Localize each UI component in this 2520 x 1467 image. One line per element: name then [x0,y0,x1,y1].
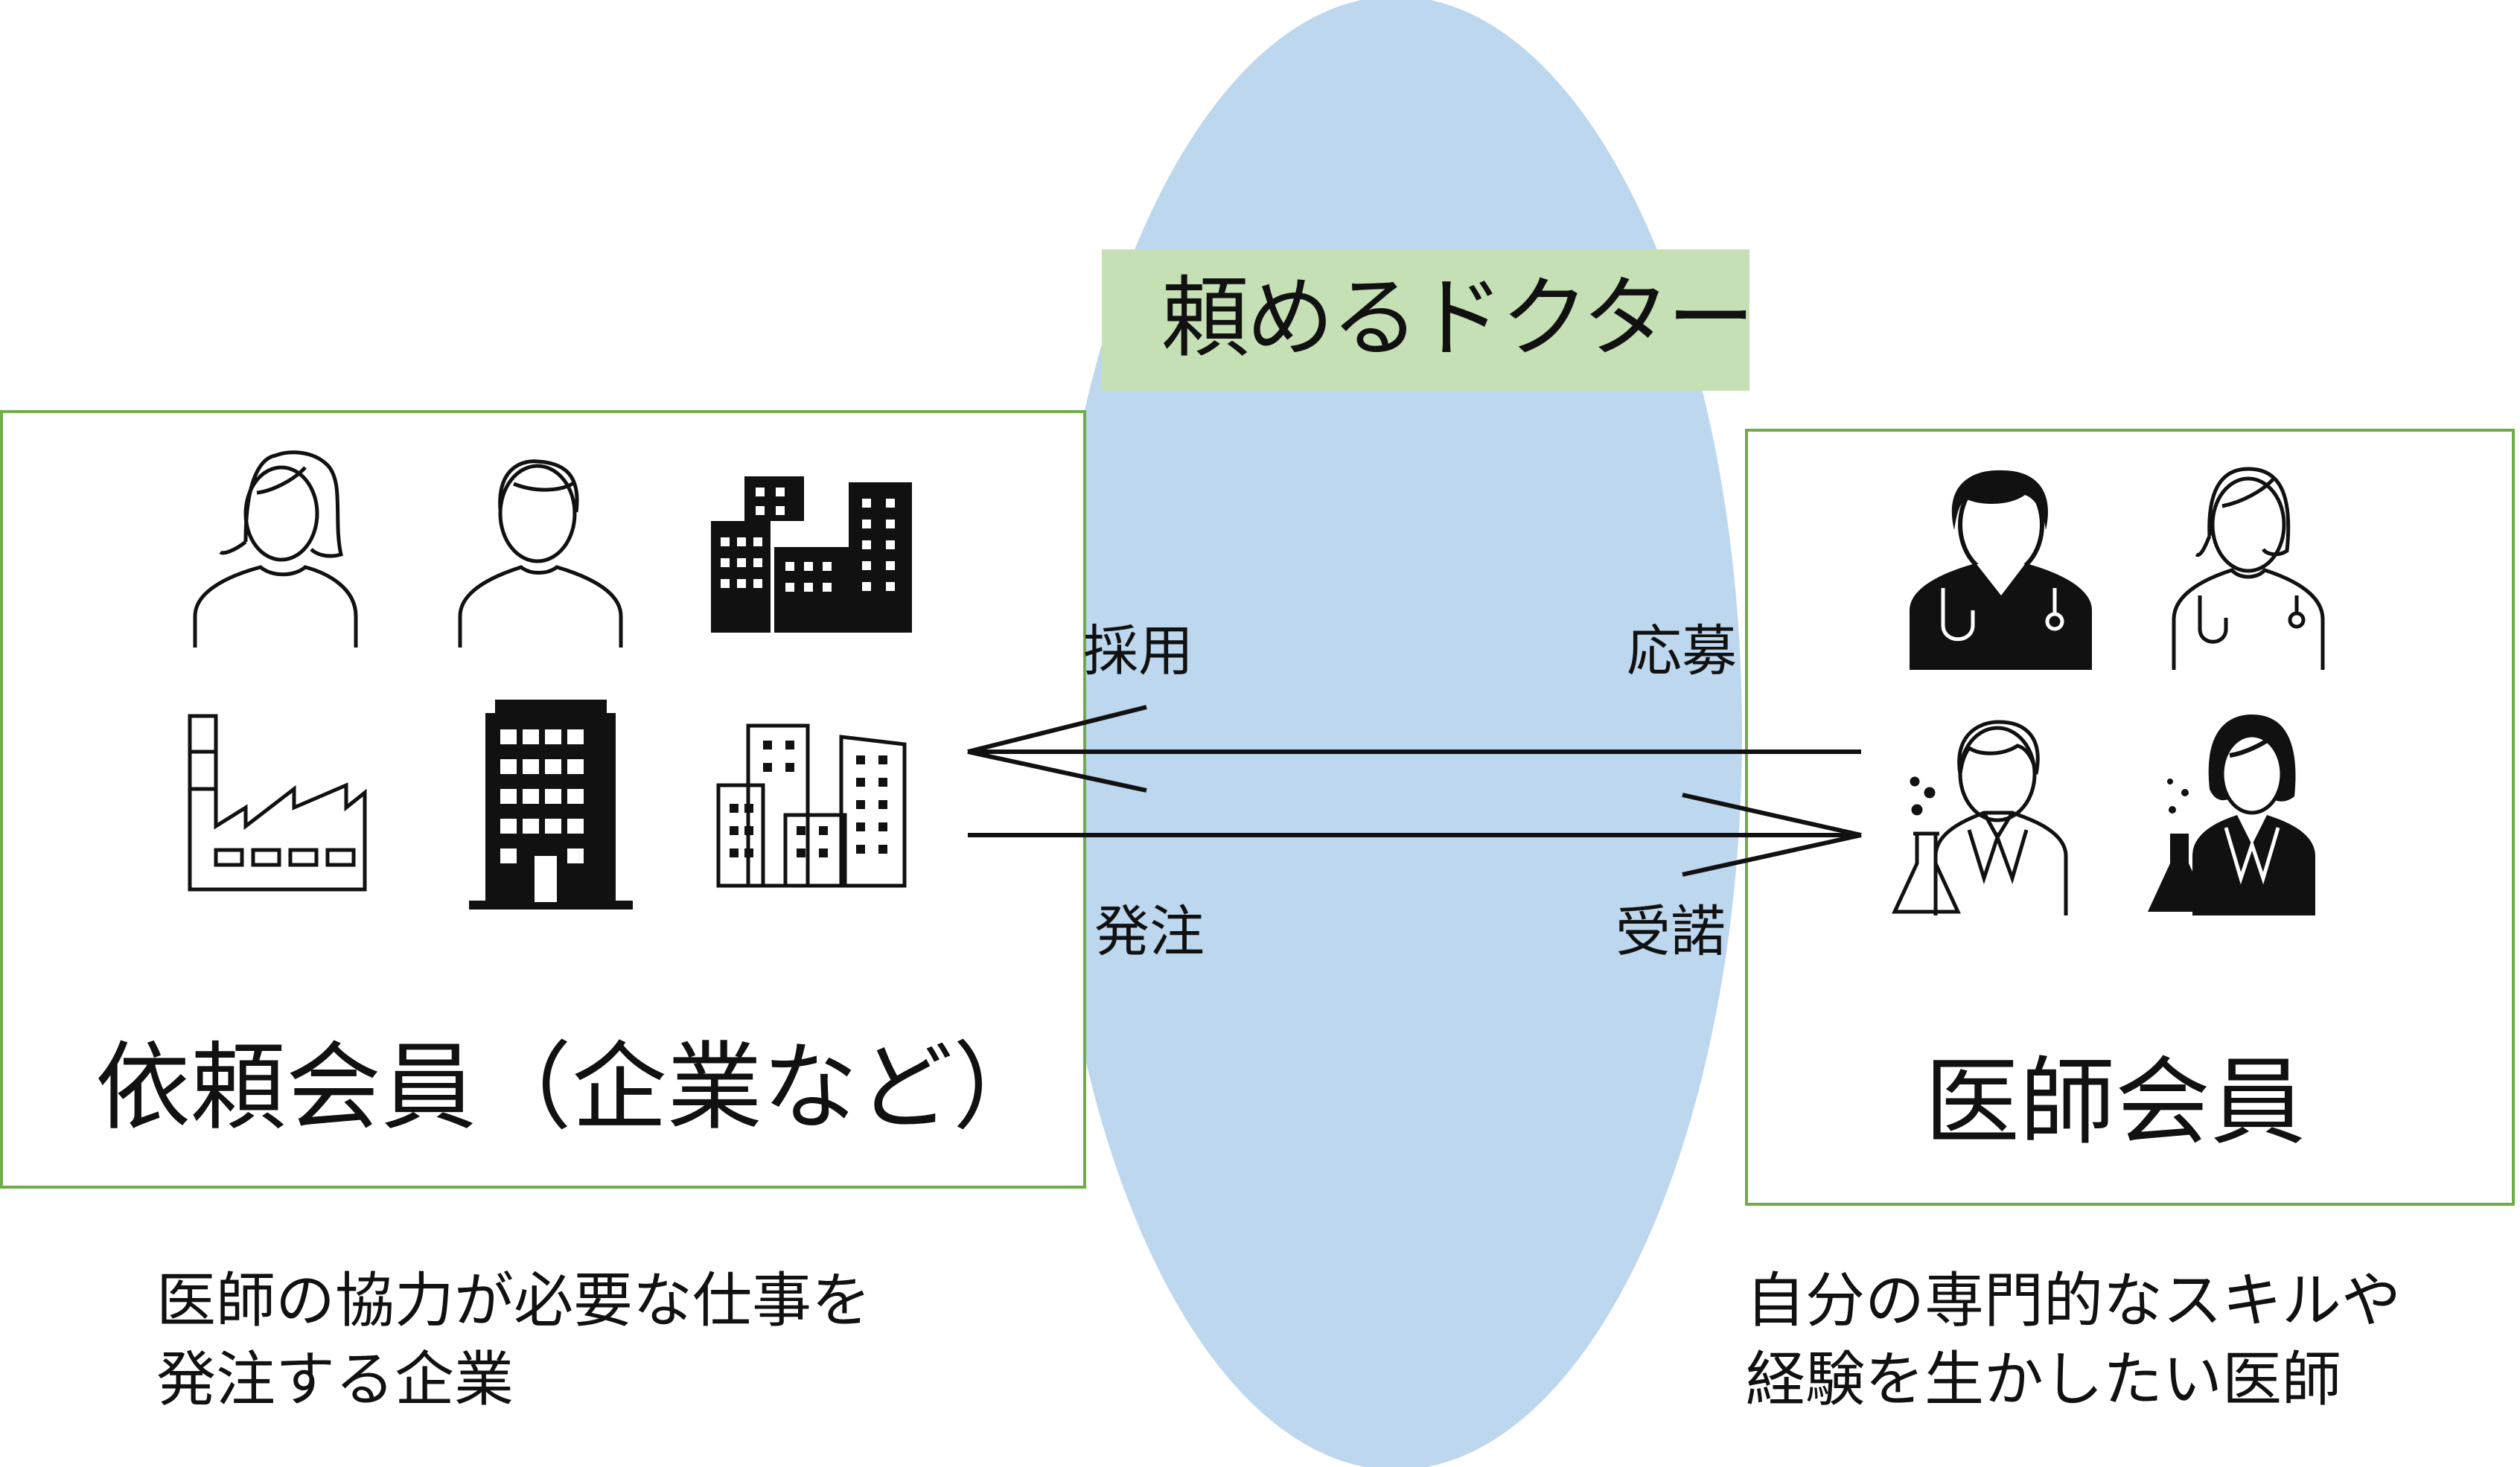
female-doctor-icon [2172,467,2325,670]
flow-label-saiyo: 採用 [1083,619,1193,683]
platform-title-band [1102,249,1749,391]
apartment-buildings-icon [716,723,907,888]
man-icon [458,459,623,648]
office-building-icon [469,700,633,910]
female-scientist-icon [2148,715,2315,915]
male-doctor-icon [1910,470,2092,670]
city-buildings-icon [711,476,912,633]
doctor-box [1745,429,2515,1206]
flow-label-oubo: 応募 [1627,619,1737,683]
flow-label-judaku: 受諾 [1615,900,1726,964]
doctor-description: 自分の専門的なスキルや 経験を生かしたい医師 [1746,1266,2401,1414]
client-member-label: 依頼会員（企業など） [95,1032,1049,1143]
arrow-to-doctors [968,793,1862,877]
arrow-to-clients [967,705,1861,793]
platform-ellipse [1050,0,1742,1467]
platform-title: 頼めるドクター [1161,266,1755,369]
male-scientist-icon [1892,720,2068,915]
flow-label-hacchu: 発注 [1094,900,1205,964]
factory-icon [188,714,367,892]
client-description: 医師の協力が必要な仕事を 発注する企業 [156,1266,871,1414]
woman-icon [193,450,358,648]
doctor-member-label: 医師会員 [1924,1047,2306,1158]
